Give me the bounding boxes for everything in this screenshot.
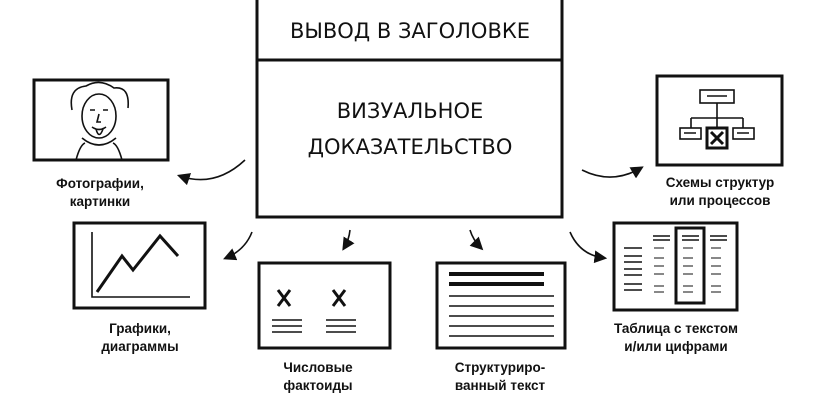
schemes-label-line1: Схемы структур xyxy=(666,175,775,190)
photos-card: Фотографии, картинки xyxy=(32,78,170,209)
photos-label-line2: картинки xyxy=(70,194,130,209)
factoids-card: Числовые фактоиды xyxy=(257,261,392,393)
factoids-label-line1: Числовые xyxy=(283,360,353,375)
photos-label-line1: Фотографии, xyxy=(56,176,144,191)
structured-text-label-line2: ванный текст xyxy=(455,378,546,393)
charts-label-line1: Графики, xyxy=(109,321,171,336)
structured-text-card: Структуриро- ванный текст xyxy=(435,261,567,393)
structured-text-label-line1: Структуриро- xyxy=(455,360,546,375)
arrow-to-table xyxy=(569,231,608,264)
schemes-label-line2: или процессов xyxy=(670,193,771,208)
arrow-to-factoids xyxy=(342,229,355,251)
factoids-label-line2: фактоиды xyxy=(283,378,352,393)
main-slide-box: ВЫВОД В ЗАГОЛОВКЕ ВИЗУАЛЬНОЕ ДОКАЗАТЕЛЬС… xyxy=(255,0,564,219)
schemes-card: Схемы структур или процессов xyxy=(655,74,784,208)
portrait-sketch-icon xyxy=(70,81,130,161)
text-lines-icon xyxy=(449,272,554,337)
arrow-to-schemes xyxy=(581,166,644,179)
slide-title-text: ВЫВОД В ЗАГОЛОВКЕ xyxy=(290,19,530,43)
arrow-to-charts xyxy=(223,231,253,261)
table-icon xyxy=(624,226,727,305)
arrows xyxy=(176,159,644,264)
arrow-to-structured-text xyxy=(469,229,484,251)
line-chart-icon xyxy=(91,232,190,298)
table-label-line2: и/или цифрами xyxy=(624,339,727,354)
charts-label-line2: диаграммы xyxy=(101,339,178,354)
table-label-line1: Таблица с текстом xyxy=(614,321,738,336)
table-card: Таблица с текстом и/или цифрами xyxy=(612,221,739,354)
org-chart-icon xyxy=(679,89,755,150)
charts-card: Графики, диаграммы xyxy=(72,221,207,354)
factoid-x-icons xyxy=(272,289,356,333)
visual-evidence-line1: ВИЗУАЛЬНОЕ xyxy=(337,99,484,123)
arrow-to-photos xyxy=(176,159,246,186)
visual-evidence-line2: ДОКАЗАТЕЛЬСТВО xyxy=(308,135,513,159)
